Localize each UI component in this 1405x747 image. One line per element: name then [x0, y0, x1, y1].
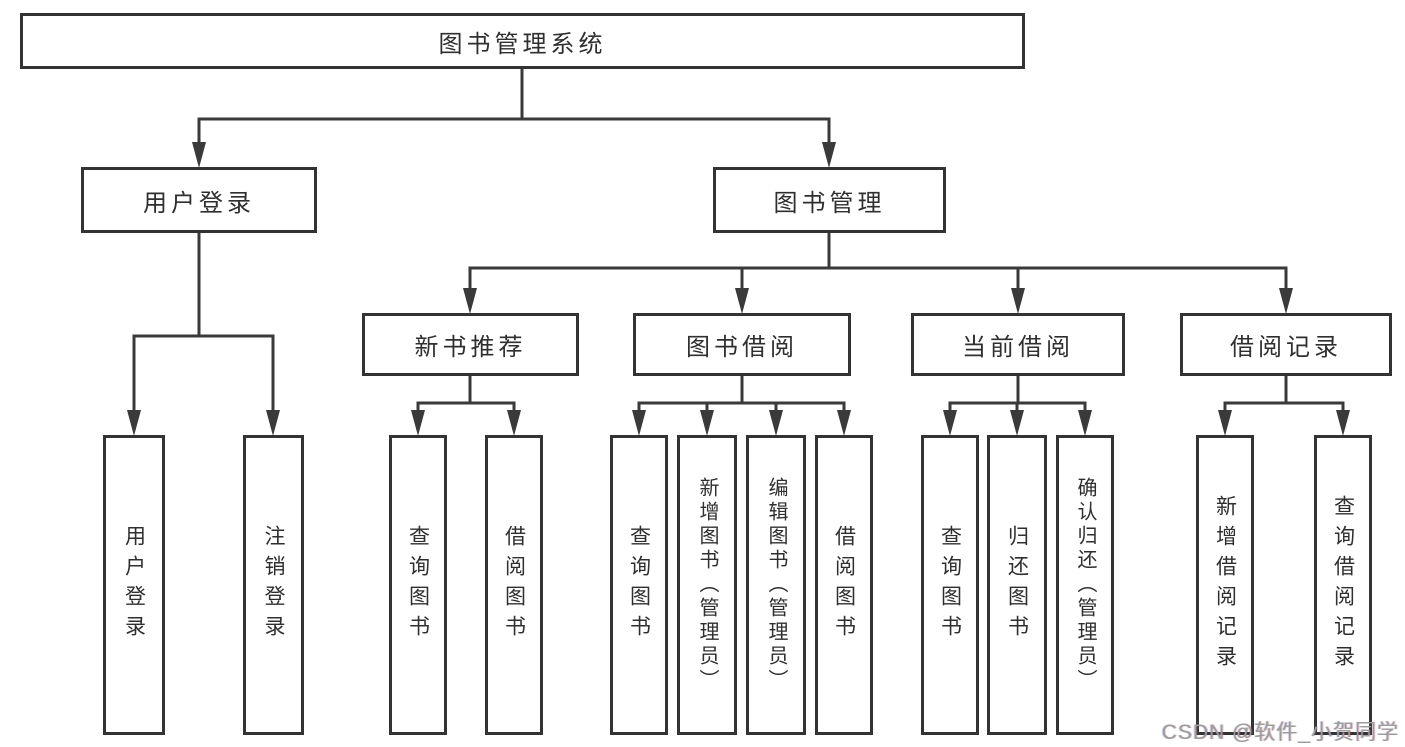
leaf-return-books: 归还图书 [987, 435, 1047, 735]
node-new-book-recommend-label: 新书推荐 [414, 334, 527, 361]
leaf-add-borrow-record-label: 新增借阅记录 [1213, 495, 1237, 675]
node-current-borrowing: 当前借阅 [911, 313, 1125, 376]
leaf-borrow-books-borrowing: 借阅图书 [815, 435, 873, 735]
node-new-book-recommend: 新书推荐 [362, 313, 579, 376]
connector-current-borrowing-group [943, 374, 1092, 436]
connector-new-book-recommend-group [411, 374, 521, 436]
leaf-query-books-recommend-label: 查询图书 [406, 525, 430, 645]
leaf-user-login-label: 用户登录 [122, 525, 146, 645]
leaf-query-books-borrowing: 查询图书 [610, 435, 668, 735]
leaf-edit-books-admin: 编辑图书（管理员） [746, 435, 806, 735]
leaf-add-books-admin: 新增图书（管理员） [677, 435, 737, 735]
node-book-borrowing: 图书借阅 [633, 313, 851, 376]
node-borrow-records: 借阅记录 [1180, 313, 1392, 376]
leaf-query-borrow-record: 查询借阅记录 [1314, 435, 1372, 735]
connector-root-to-level2 [192, 67, 836, 168]
node-user-login: 用户登录 [81, 167, 317, 233]
connector-book-management-group [463, 231, 1293, 314]
leaf-query-books-current-label: 查询图书 [938, 525, 962, 645]
leaf-logout-label: 注销登录 [262, 525, 285, 645]
leaf-borrow-books-recommend: 借阅图书 [485, 435, 543, 735]
leaf-borrow-books-borrowing-label: 借阅图书 [832, 525, 856, 645]
leaf-user-login: 用户登录 [103, 435, 165, 735]
leaf-query-borrow-record-label: 查询借阅记录 [1331, 495, 1355, 675]
connector-borrow-records-group [1218, 374, 1350, 436]
node-current-borrowing-label: 当前借阅 [962, 334, 1074, 361]
node-book-borrowing-label: 图书借阅 [686, 334, 798, 361]
connector-book-borrowing-group [632, 374, 851, 436]
node-book-management: 图书管理 [713, 167, 946, 233]
leaf-logout: 注销登录 [243, 435, 304, 735]
leaf-query-books-current: 查询图书 [921, 435, 979, 735]
watermark: CSDN @软件_小贺同学 [1161, 721, 1399, 744]
leaf-query-books-borrowing-label: 查询图书 [627, 525, 651, 645]
leaf-edit-books-admin-label: 编辑图书（管理员） [765, 477, 787, 693]
node-user-login-label: 用户登录 [143, 189, 255, 217]
node-library-system-label: 图书管理系统 [438, 30, 607, 58]
leaf-borrow-books-recommend-label: 借阅图书 [502, 525, 526, 645]
leaf-add-books-admin-label: 新增图书（管理员） [696, 477, 718, 693]
node-borrow-records-label: 借阅记录 [1230, 334, 1342, 361]
leaf-return-books-label: 归还图书 [1005, 525, 1029, 645]
leaf-confirm-return-admin-label: 确认归还（管理员） [1074, 477, 1096, 693]
node-library-system: 图书管理系统 [20, 13, 1025, 69]
connector-user-login-group [127, 231, 280, 436]
leaf-query-books-recommend: 查询图书 [389, 435, 447, 735]
node-book-management-label: 图书管理 [773, 189, 886, 217]
leaf-confirm-return-admin: 确认归还（管理员） [1056, 435, 1114, 735]
leaf-add-borrow-record: 新增借阅记录 [1196, 435, 1254, 735]
